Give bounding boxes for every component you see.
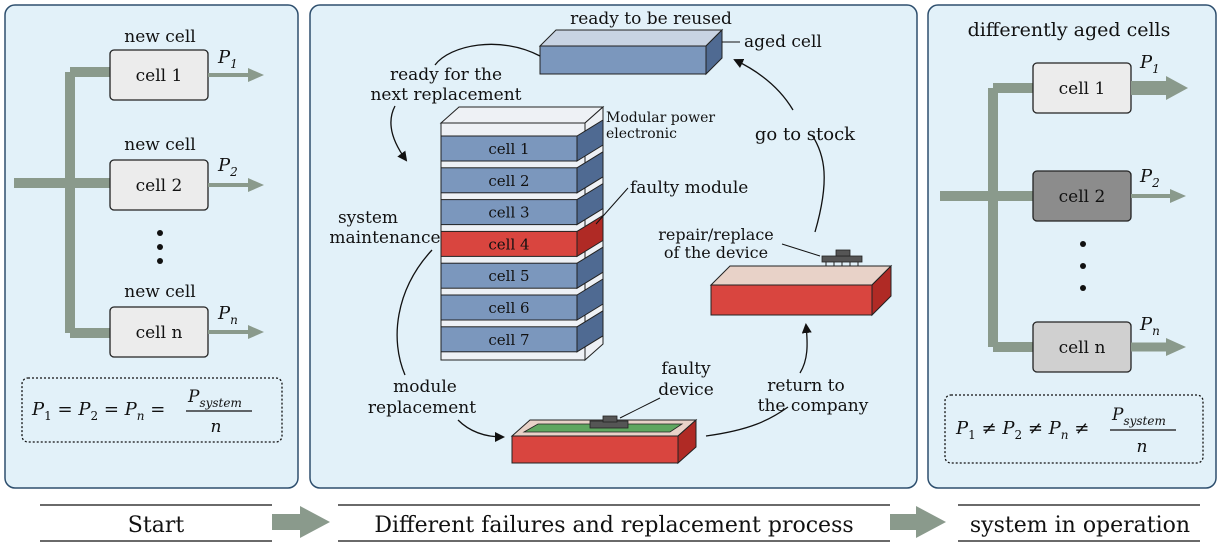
ellipsis-dot: [157, 244, 163, 250]
svg-text:of the device: of the device: [664, 243, 768, 262]
ellipsis-dot: [1080, 241, 1086, 247]
faulty-device-board: [510, 415, 698, 465]
left-cell-2: new cell cell 2 P2: [109, 135, 264, 211]
power-label: P1: [217, 47, 238, 71]
power-label: P1: [1139, 52, 1160, 76]
power-label: Pn: [217, 303, 238, 327]
left-panel: new cell cell 1 P1 new cell cell 2 P2 ne…: [4, 4, 299, 489]
aged-cell-label: aged cell: [744, 32, 822, 52]
go-to-stock-label: go to stock: [755, 124, 856, 145]
power-label: Pn: [1139, 314, 1160, 338]
right-cell-1: cell 1 P1: [1032, 52, 1188, 114]
svg-text:n: n: [1137, 437, 1148, 457]
cell-label: cell 2: [136, 176, 183, 196]
left-cell-n: new cell cell n Pn: [109, 282, 264, 358]
faulty-device-label: faulty: [661, 359, 711, 379]
ellipsis-dot: [1080, 263, 1086, 269]
timeline-end: system in operation: [970, 513, 1190, 538]
svg-text:replacement: replacement: [368, 398, 476, 418]
ready-next-label: ready for the: [390, 65, 502, 85]
cell-stack: cell 1 cell 2 cell 3 cell 4 cell 5 cell 6 cell…: [439, 105, 605, 362]
ellipsis-dot: [1080, 285, 1086, 291]
faulty-module-label: faulty module: [630, 178, 748, 198]
repair-label: repair/replace: [658, 225, 774, 244]
right-formula: P1 ≠ P2 ≠ Pn ≠ Psystem n: [944, 394, 1204, 464]
arrow-right-icon: [916, 506, 946, 538]
stack-cell-label: cell 7: [488, 331, 529, 349]
stack-cell: cell 1: [440, 119, 604, 162]
stack-cell: cell 5: [440, 246, 604, 290]
new-cell-label: new cell: [124, 282, 195, 302]
cell-label: cell n: [1059, 338, 1106, 358]
svg-text:next replacement: next replacement: [370, 85, 521, 105]
stack-cell: cell 3: [440, 182, 604, 226]
right-cell-2: cell 2 P2: [1032, 166, 1186, 222]
new-cell-label: new cell: [124, 27, 195, 47]
right-panel-title: differently aged cells: [968, 19, 1171, 41]
ellipsis-dot: [157, 230, 163, 236]
svg-text:electronic: electronic: [606, 126, 677, 142]
arrow-right-icon: [300, 506, 330, 538]
stack-cell-label: cell 1: [488, 140, 529, 158]
return-company-label: return to: [767, 376, 845, 396]
stack-cell-label: cell 6: [488, 299, 529, 317]
middle-panel: ready to be reused aged cell ready for t…: [309, 4, 918, 489]
stack-cell-label: cell 3: [488, 204, 529, 222]
timeline: Start Different failures and replacement…: [40, 504, 1200, 542]
svg-text:P1 = P2: P1 = P2 = Pn =: [31, 399, 165, 425]
cell-label: cell 1: [136, 66, 183, 86]
svg-text:the company: the company: [758, 396, 869, 416]
cell-label: cell 2: [1059, 187, 1106, 207]
power-label: P2: [1139, 166, 1160, 190]
svg-text:Psystem: Psystem: [1111, 405, 1166, 428]
svg-text:Psystem: Psystem: [187, 387, 242, 410]
stack-cell: cell 7: [440, 309, 604, 353]
modular-power-label: Modular power: [606, 110, 715, 126]
stack-cell: cell 6: [440, 278, 604, 321]
ellipsis-dot: [157, 258, 163, 264]
ready-reused-label: ready to be reused: [570, 9, 732, 29]
stack-cell-label: cell 5: [488, 267, 529, 285]
cell-label: cell n: [136, 323, 183, 343]
power-label: P2: [217, 155, 238, 179]
repaired-device-slab: [709, 249, 893, 317]
stack-cell: cell 2: [440, 150, 604, 194]
svg-text:P1 ≠ P2: P1 ≠ P2 ≠ Pn ≠: [955, 418, 1089, 444]
svg-text:maintenance: maintenance: [329, 228, 440, 248]
module-replacement-label: module: [393, 377, 457, 397]
right-panel: differently aged cells cell 1 P1 cell 2 …: [927, 4, 1217, 489]
stack-cell-label: cell 2: [488, 172, 529, 190]
cell-label: cell 1: [1059, 79, 1106, 99]
timeline-start: Start: [128, 513, 185, 538]
svg-text:n: n: [211, 417, 222, 437]
svg-text:device: device: [658, 380, 714, 400]
new-cell-label: new cell: [124, 135, 195, 155]
aged-cell-slab: [538, 28, 724, 76]
system-maintenance-label: system: [338, 208, 398, 228]
stack-cell-label: cell 4: [488, 235, 529, 253]
left-formula: P1 = P2 = Pn = Psystem n: [21, 377, 283, 443]
right-cell-n: cell n Pn: [1032, 314, 1186, 373]
timeline-middle: Different failures and replacement proce…: [374, 513, 853, 538]
stack-cell: cell 4: [440, 214, 604, 258]
left-cell-1: new cell cell 1 P1: [109, 27, 264, 101]
